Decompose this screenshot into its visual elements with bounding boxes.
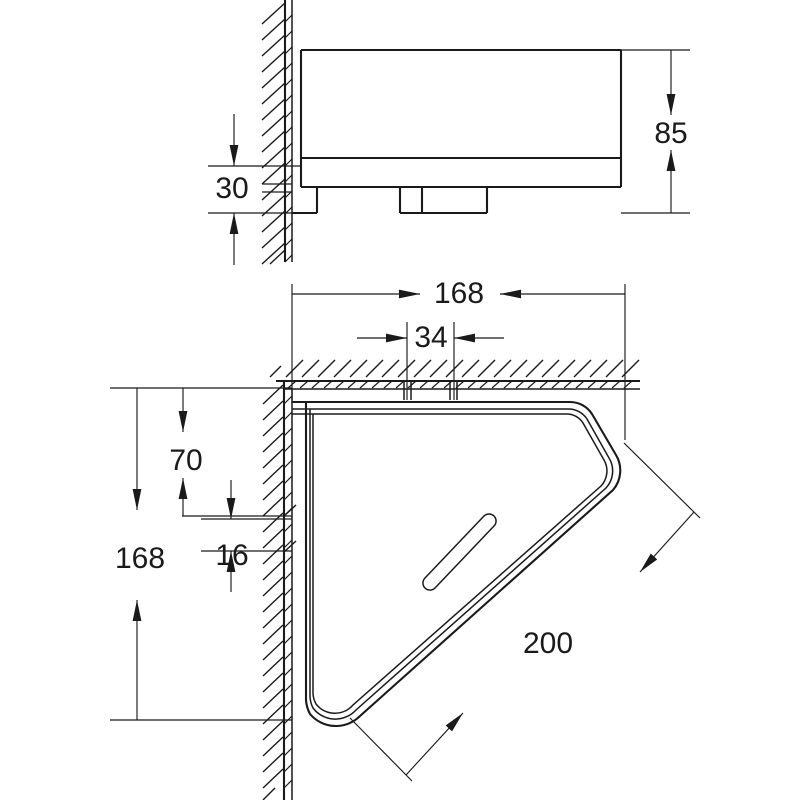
wall-hatching-horizontal-lower [287, 380, 633, 389]
shelf-slot [422, 513, 497, 591]
dimension-label-30: 30 [215, 172, 248, 205]
shelf-plan-outline [292, 400, 622, 728]
plan-view: 168 34 168 70 [110, 277, 701, 800]
side-elevation-view: 85 30 [208, 0, 690, 265]
wall-hatching-vertical-plan [262, 384, 293, 800]
dimension-width-168: 168 [291, 277, 626, 440]
dimension-label-offset-70: 70 [169, 444, 202, 477]
dimension-diagonal-200: 200 [349, 442, 701, 782]
dimension-label-width-168: 168 [434, 277, 484, 310]
dimension-offset-30: 30 [208, 114, 300, 265]
bracket-detail-ticks [283, 382, 458, 553]
wall-vertical-section [261, 0, 293, 265]
dimension-label-diagonal-200: 200 [523, 627, 573, 660]
dimension-bracket-16: 16 [201, 480, 292, 592]
shelf-body-profile [292, 48, 623, 215]
wall-horizontal-section [269, 359, 640, 390]
dimension-offset-70: 70 [169, 388, 292, 517]
dimension-bracket-34: 34 [357, 321, 504, 400]
dimension-label-depth-168: 168 [115, 542, 165, 575]
wall-vertical-section-plan [262, 381, 293, 800]
dimension-height-85: 85 [621, 49, 690, 214]
wall-hatching [261, 2, 293, 265]
wall-hatching-horizontal-upper [269, 359, 640, 378]
dimension-label-bracket-34: 34 [414, 321, 447, 354]
dimension-label-bracket-16: 16 [215, 539, 248, 572]
dimension-label-85: 85 [654, 117, 687, 150]
dimension-depth-168: 168 [110, 387, 292, 721]
